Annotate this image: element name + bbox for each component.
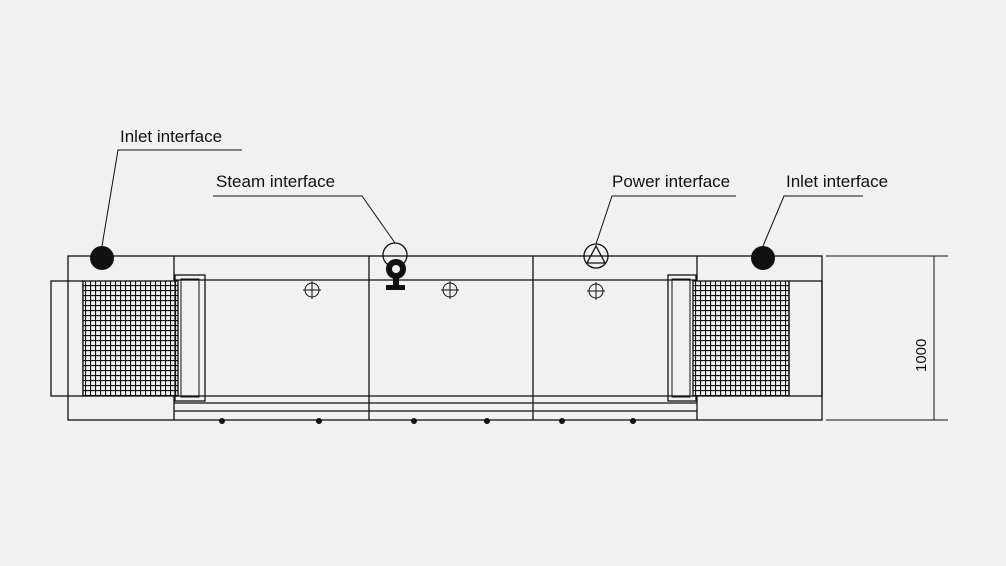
inlet-left-icon <box>90 246 114 270</box>
right-filter <box>667 274 823 402</box>
label-power: Power interface <box>612 172 730 191</box>
height-dimension <box>826 255 948 421</box>
crosshair-icon <box>303 281 321 299</box>
dimension-label: 1000 <box>913 339 930 372</box>
bolt-dots <box>219 418 636 424</box>
left-filter <box>50 274 206 402</box>
label-inlet-left: Inlet interface <box>120 127 222 146</box>
leader-lines <box>101 149 863 247</box>
crosshair-icon <box>587 282 605 300</box>
crosshair-icon <box>441 281 459 299</box>
label-inlet-right: Inlet interface <box>786 172 888 191</box>
steam-icon <box>382 242 408 290</box>
label-steam: Steam interface <box>216 172 335 191</box>
inlet-right-icon <box>751 246 775 270</box>
